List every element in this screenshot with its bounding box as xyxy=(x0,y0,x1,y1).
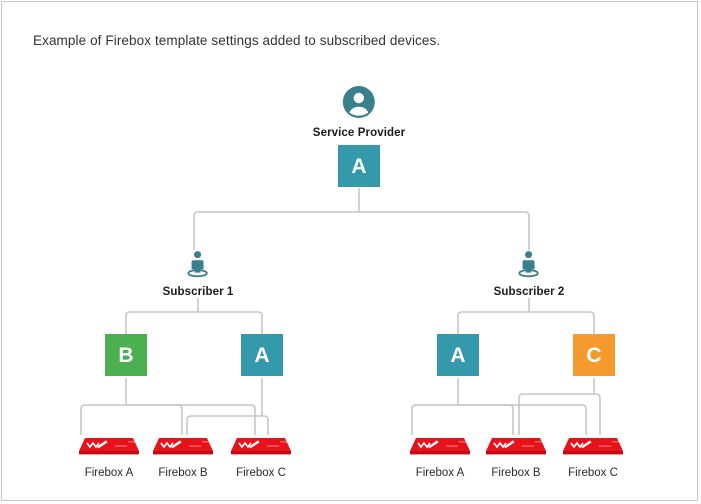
firebox-appliance-icon xyxy=(559,432,627,463)
template-box-sub1-a[interactable]: A xyxy=(241,334,283,376)
wire-sub2-to-box-c xyxy=(529,311,595,334)
template-box-sub2-a[interactable]: A xyxy=(437,334,479,376)
template-letter: B xyxy=(118,343,134,367)
wire-boxb-to-fbA xyxy=(80,404,126,435)
service-provider-label: Service Provider xyxy=(312,127,406,139)
firebox-device-sub1-c[interactable]: Firebox C xyxy=(227,432,295,479)
template-box-sub2-c[interactable]: C xyxy=(573,334,615,376)
firebox-appliance-icon xyxy=(406,432,474,463)
wire-boxc-to-fbC xyxy=(594,393,601,435)
user-standing-icon xyxy=(494,250,565,283)
wire-boxa-right-to-fbB xyxy=(458,404,514,435)
firebox-appliance-icon xyxy=(75,432,143,463)
firebox-device-sub2-a[interactable]: Firebox A xyxy=(406,432,474,479)
wire-sub1-to-box-b xyxy=(125,311,198,334)
template-box-provider-a[interactable]: A xyxy=(338,145,380,187)
firebox-label: Firebox B xyxy=(491,467,541,479)
firebox-label: Firebox C xyxy=(568,467,618,479)
subscriber-2-node[interactable]: Subscriber 2 xyxy=(494,250,565,298)
user-avatar-icon xyxy=(313,85,405,124)
firebox-label: Firebox B xyxy=(158,467,208,479)
service-provider-node[interactable]: Service Provider xyxy=(313,85,405,139)
firebox-label: Firebox A xyxy=(84,467,134,479)
subscriber-1-label: Subscriber 1 xyxy=(162,286,234,298)
wire-bus-to-subscriber-2 xyxy=(359,211,530,250)
firebox-appliance-icon xyxy=(149,432,217,463)
wire-sub2-to-box-a xyxy=(457,311,529,334)
template-letter: A xyxy=(254,343,270,367)
firebox-label: Firebox A xyxy=(415,467,465,479)
wire-boxa-right-to-fbC xyxy=(458,404,587,435)
wire-bus-to-subscriber-1 xyxy=(193,211,359,250)
wire-boxb-to-fbB xyxy=(126,404,183,435)
wire-boxb-to-fbC xyxy=(126,404,256,435)
user-standing-icon xyxy=(163,250,234,283)
wire-boxc-to-fbB xyxy=(518,393,594,435)
firebox-appliance-icon xyxy=(227,432,295,463)
firebox-label: Firebox C xyxy=(236,467,286,479)
template-letter: A xyxy=(351,154,367,178)
template-box-sub1-b[interactable]: B xyxy=(105,334,147,376)
wire-sub1-to-box-a xyxy=(198,311,263,334)
firebox-device-sub1-b[interactable]: Firebox B xyxy=(149,432,217,479)
firebox-device-sub2-b[interactable]: Firebox B xyxy=(482,432,550,479)
firebox-appliance-icon xyxy=(482,432,550,463)
template-letter: A xyxy=(450,343,466,367)
page-caption: Example of Firebox template settings add… xyxy=(33,33,441,48)
template-letter: C xyxy=(586,343,602,367)
firebox-device-sub2-c[interactable]: Firebox C xyxy=(559,432,627,479)
firebox-device-sub1-a[interactable]: Firebox A xyxy=(75,432,143,479)
subscriber-1-node[interactable]: Subscriber 1 xyxy=(163,250,234,298)
wire-boxa-right-to-fbA xyxy=(411,404,458,435)
subscriber-2-label: Subscriber 2 xyxy=(493,286,565,298)
